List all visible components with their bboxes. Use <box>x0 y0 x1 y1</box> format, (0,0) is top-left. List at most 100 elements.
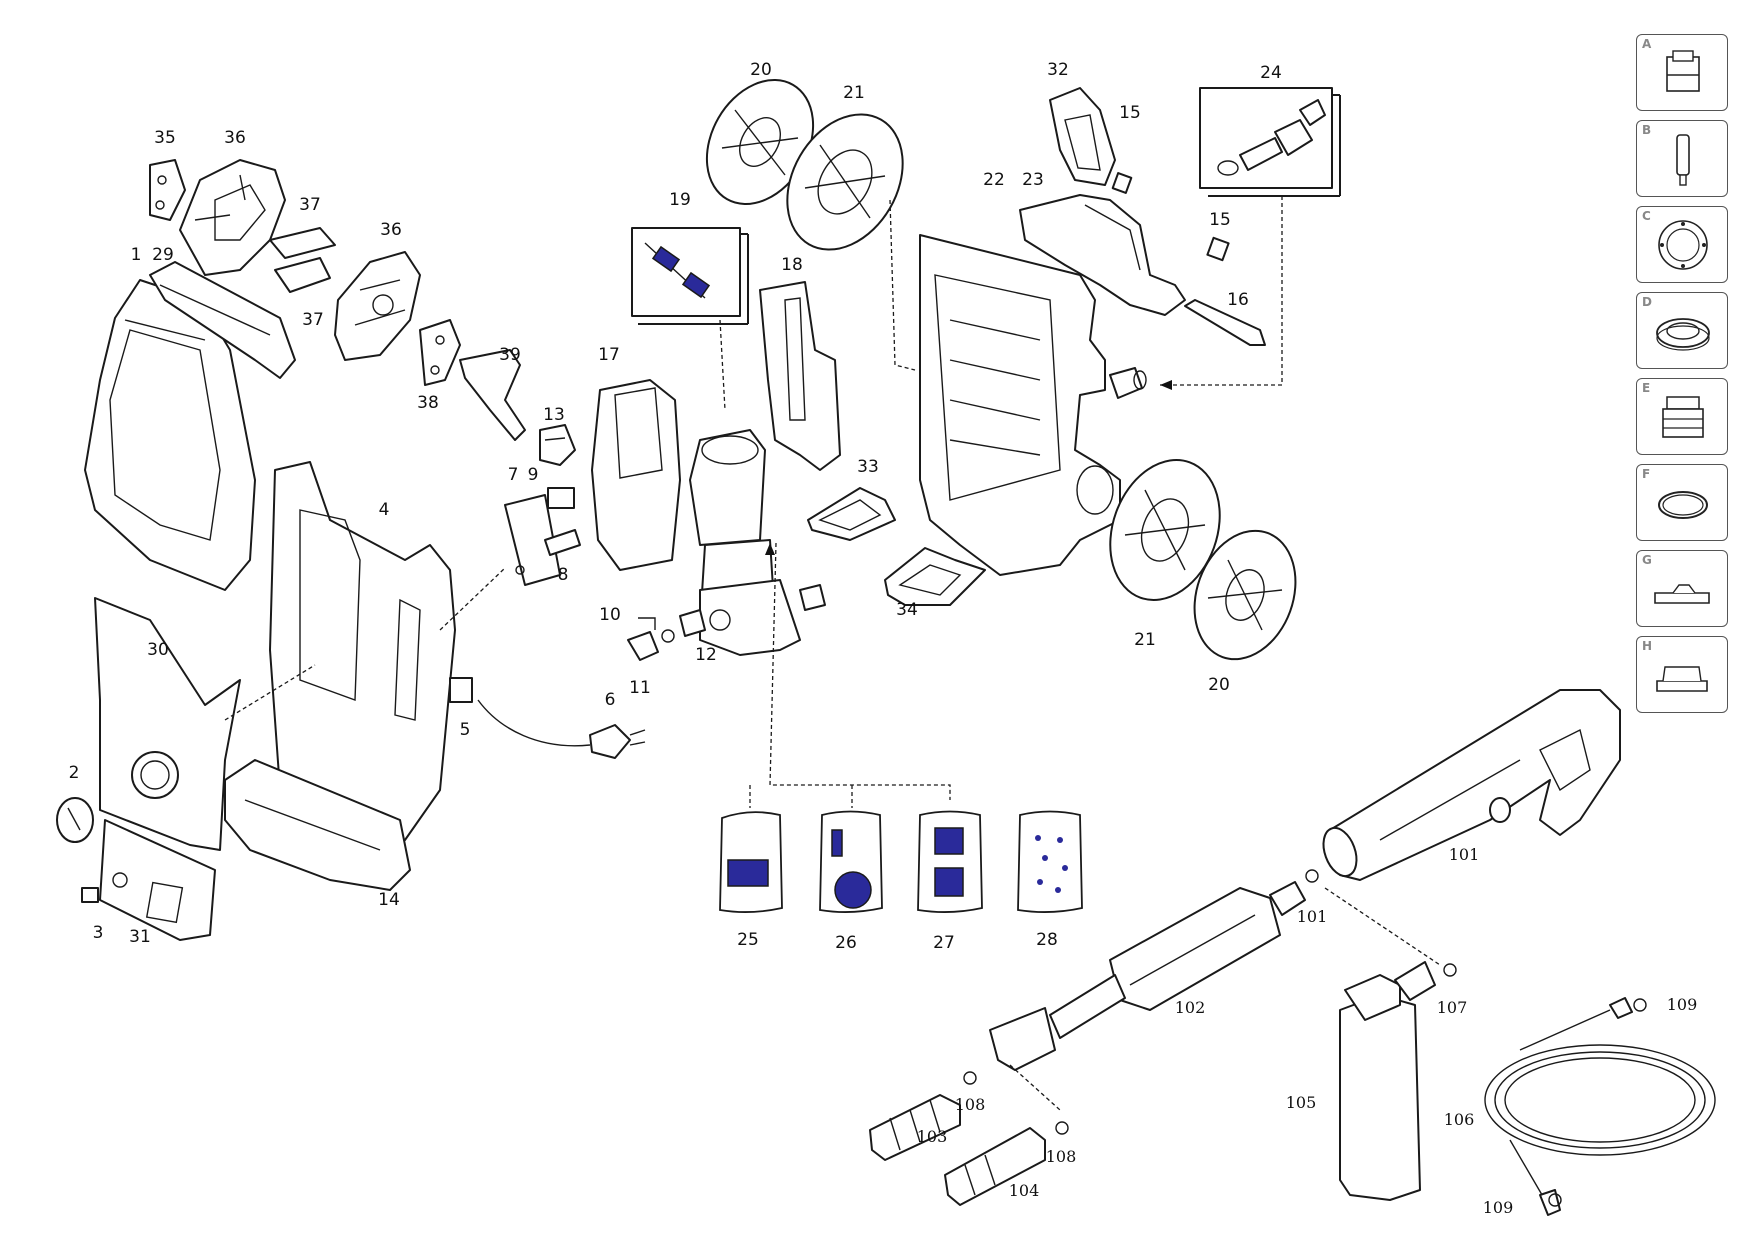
part-11-valve <box>627 609 706 661</box>
legend-letter-h: H <box>1642 639 1653 653</box>
label-32: 32 <box>1047 60 1069 80</box>
label-104: 104 <box>1009 1181 1040 1200</box>
part-6-power-cord <box>477 699 646 759</box>
part-33-gasket <box>807 487 896 541</box>
legend-box-d: D <box>1636 292 1728 369</box>
part-18-inner-frame <box>759 281 841 471</box>
label-6: 6 <box>605 690 616 710</box>
part-23-top-handle <box>1019 194 1186 316</box>
nozzle-holder-icon <box>1666 50 1700 92</box>
legend-box-a: A <box>1636 34 1728 111</box>
label-108-lower: 108 <box>1046 1147 1077 1166</box>
label-12: 12 <box>695 645 717 665</box>
legend-letter-a: A <box>1642 37 1652 51</box>
part-5-grommet <box>449 677 473 703</box>
label-39: 39 <box>499 345 521 365</box>
connector-icon <box>1662 396 1704 438</box>
label-10: 10 <box>599 605 621 625</box>
part-26-kit-bag <box>819 810 883 913</box>
label-17: 17 <box>598 345 620 365</box>
part-36-reel-plate-upper <box>179 159 286 276</box>
legend-letter-d: D <box>1642 295 1652 309</box>
label-36-lower: 36 <box>380 220 402 240</box>
part-7-switch-box <box>504 494 561 586</box>
label-36-upper: 36 <box>224 128 246 148</box>
part-25-kit-bag <box>719 811 783 913</box>
label-1: 1 <box>131 245 142 265</box>
part-19-brush-kit <box>631 227 749 325</box>
part-30-front-cover <box>94 597 241 851</box>
label-108-upper: 108 <box>955 1095 986 1114</box>
clip-icon <box>1656 666 1708 692</box>
label-5: 5 <box>460 720 471 740</box>
label-29: 29 <box>152 245 174 265</box>
label-7: 7 <box>508 465 519 485</box>
part-37-clip-lower <box>274 257 331 293</box>
part-32-holder <box>1049 87 1116 186</box>
label-13: 13 <box>543 405 565 425</box>
part-12-pump <box>699 579 826 656</box>
part-31-switch-panel <box>99 819 216 941</box>
label-19: 19 <box>669 190 691 210</box>
part-9-relay <box>547 487 575 509</box>
label-34: 34 <box>896 600 918 620</box>
legend-box-g: G <box>1636 550 1728 627</box>
label-9: 9 <box>528 465 539 485</box>
label-15-upper: 15 <box>1119 103 1141 123</box>
label-31: 31 <box>129 927 151 947</box>
o-ring-icon <box>1658 491 1708 519</box>
part-101-trigger-gun <box>1322 689 1621 881</box>
label-37-upper: 37 <box>299 195 321 215</box>
label-11: 11 <box>629 678 651 698</box>
bracket-icon <box>1654 584 1710 604</box>
label-2: 2 <box>69 763 80 783</box>
part-38-crank-bracket <box>419 319 461 386</box>
part-24-inlet-kit <box>1199 87 1341 197</box>
part-37-clip-upper <box>269 227 336 259</box>
label-28: 28 <box>1036 930 1058 950</box>
legend-box-h: H <box>1636 636 1728 713</box>
pin-icon <box>1676 134 1690 186</box>
seal-ring-icon <box>1656 318 1710 351</box>
legend-box-e: E <box>1636 378 1728 455</box>
part-34-gasket <box>884 547 986 606</box>
part-104-vario-nozzle <box>944 1127 1046 1206</box>
flange-ring-icon <box>1658 220 1708 270</box>
part-13-crank-knob <box>539 424 576 466</box>
label-23: 23 <box>1022 170 1044 190</box>
label-106: 106 <box>1444 1110 1475 1129</box>
part-15-screw-upper <box>1111 172 1133 194</box>
legend-letter-g: G <box>1642 553 1652 567</box>
part-27-kit-bag <box>917 810 983 913</box>
part-16-hose-guide <box>1184 299 1266 346</box>
label-16: 16 <box>1227 290 1249 310</box>
part-103-turbo-nozzle <box>869 1094 961 1161</box>
part-20-hubcap-lower <box>1193 529 1297 661</box>
part-3-switch <box>81 887 99 903</box>
part-8-sensor <box>544 529 581 556</box>
part-labels: 1 2 3 4 5 6 7 8 9 10 11 12 13 14 15 15 1… <box>69 60 1698 1217</box>
label-109-lower: 109 <box>1483 1198 1514 1217</box>
legend-box-c: C <box>1636 206 1728 283</box>
legend-letter-c: C <box>1642 209 1651 223</box>
label-26: 26 <box>835 933 857 953</box>
label-18: 18 <box>781 255 803 275</box>
label-20-lower: 20 <box>1208 675 1230 695</box>
label-21-upper: 21 <box>843 83 865 103</box>
part-102-lance <box>989 881 1306 1071</box>
label-15-lower: 15 <box>1209 210 1231 230</box>
label-4: 4 <box>379 500 390 520</box>
part-14-base <box>224 759 411 891</box>
label-35: 35 <box>154 128 176 148</box>
legend-box-f: F <box>1636 464 1728 541</box>
label-24: 24 <box>1260 63 1282 83</box>
label-27: 27 <box>933 933 955 953</box>
legend-letter-f: F <box>1642 467 1651 481</box>
label-107: 107 <box>1437 998 1468 1017</box>
label-25: 25 <box>737 930 759 950</box>
part-17-motor-housing <box>591 379 681 571</box>
label-101-ring: 101 <box>1297 907 1328 926</box>
label-22: 22 <box>983 170 1005 190</box>
part-2-knob <box>56 797 94 843</box>
